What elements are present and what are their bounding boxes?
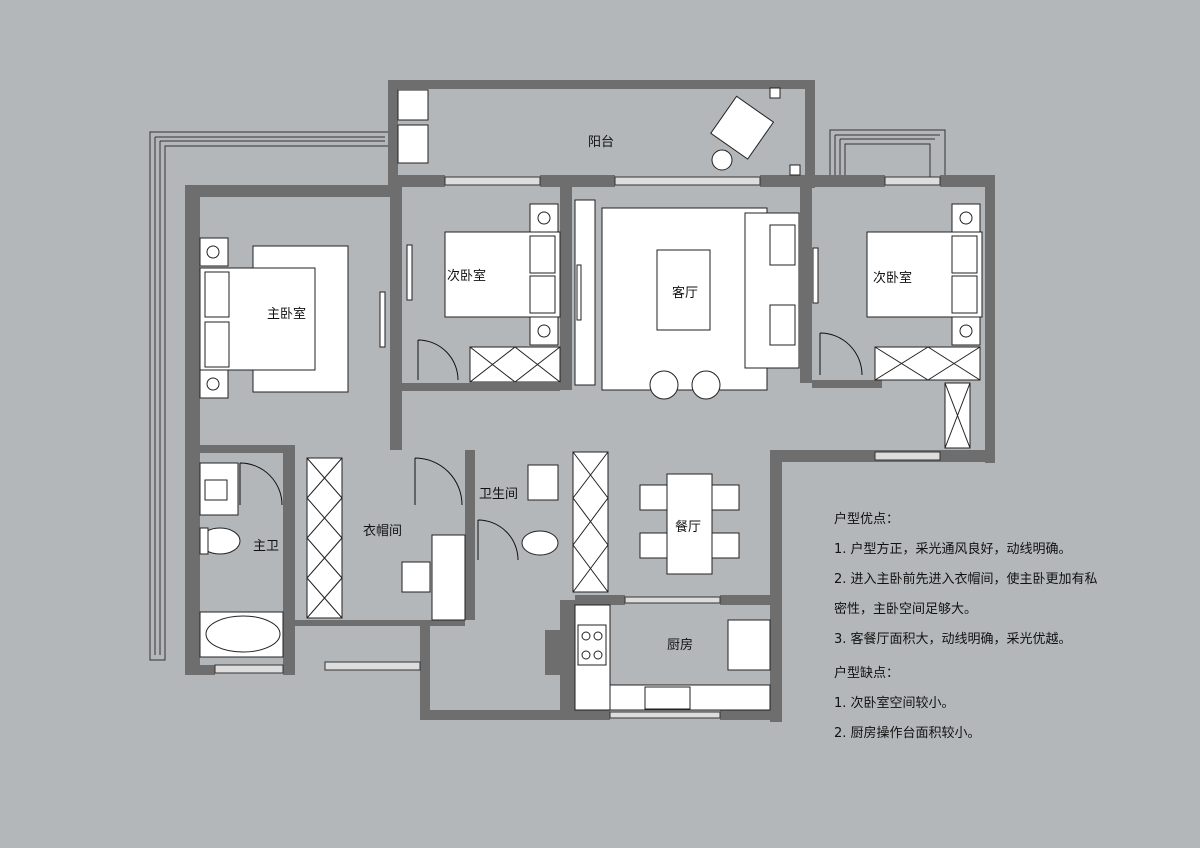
room-label-dining-room: 餐厅 bbox=[675, 519, 701, 535]
cons-title: 户型缺点： bbox=[834, 666, 900, 681]
room-label-kitchen: 厨房 bbox=[667, 637, 693, 653]
room-labels: 阳台 主卧室 次卧室 客厅 次卧室 主卫 衣帽间 卫生间 餐厅 厨房 bbox=[253, 135, 912, 653]
room-label-living-room: 客厅 bbox=[672, 285, 698, 301]
room-label-second-bedroom-right: 次卧室 bbox=[873, 270, 912, 286]
coffee-table bbox=[656, 249, 711, 331]
pros-item: 密性，主卧空间足够大。 bbox=[834, 602, 978, 617]
windows bbox=[214, 176, 941, 719]
furniture bbox=[199, 87, 983, 711]
wardrobe bbox=[874, 346, 981, 381]
pros-title: 户型优点： bbox=[834, 512, 900, 527]
room-label-bathroom: 卫生间 bbox=[479, 487, 518, 502]
pros-item: 1. 户型方正，采光通风良好，动线明确。 bbox=[834, 542, 1072, 557]
room-label-master-bath: 主卫 bbox=[253, 539, 279, 554]
pros-item: 3. 客餐厅面积大，动线明确，采光优越。 bbox=[834, 632, 1072, 647]
cons-item: 2. 厨房操作台面积较小。 bbox=[834, 726, 981, 741]
room-label-second-bedroom-left: 次卧室 bbox=[447, 268, 486, 284]
cons-item: 1. 次卧室空间较小。 bbox=[834, 696, 955, 711]
wardrobe bbox=[469, 346, 561, 383]
room-label-balcony: 阳台 bbox=[588, 135, 614, 150]
closet-shelf bbox=[306, 457, 343, 619]
dining-table bbox=[666, 473, 713, 575]
room-label-master-bedroom: 主卧室 bbox=[267, 306, 306, 322]
pros-item: 2. 进入主卧前先进入衣帽间，使主卧更加有私 bbox=[834, 572, 1098, 587]
notes-panel: 户型优点： 1. 户型方正，采光通风良好，动线明确。 2. 进入主卧前先进入衣帽… bbox=[834, 505, 1098, 749]
room-label-walk-in-closet: 衣帽间 bbox=[363, 523, 402, 539]
doors bbox=[239, 332, 863, 561]
